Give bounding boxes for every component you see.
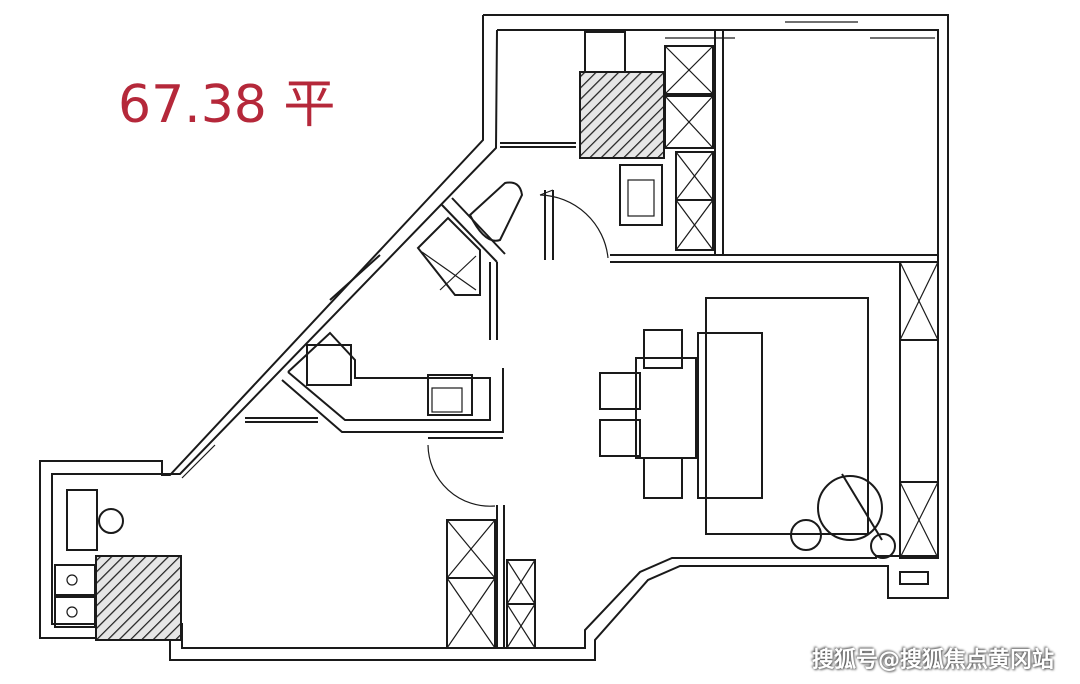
bathroom-fixtures bbox=[416, 31, 665, 340]
lower-bedroom-walls bbox=[427, 431, 536, 649]
lower-bed bbox=[54, 489, 182, 641]
watermark: 搜狐号@搜狐焦点黄冈站 bbox=[811, 648, 1054, 673]
outer-walls bbox=[39, 14, 949, 661]
kitchen-counter bbox=[245, 254, 504, 433]
living-room-furniture bbox=[599, 261, 939, 585]
area-label: 67.38 平 bbox=[118, 75, 336, 135]
wardrobe-upper bbox=[664, 45, 714, 251]
upper-bedroom-walls bbox=[544, 30, 938, 263]
curtain-lines bbox=[181, 37, 935, 479]
